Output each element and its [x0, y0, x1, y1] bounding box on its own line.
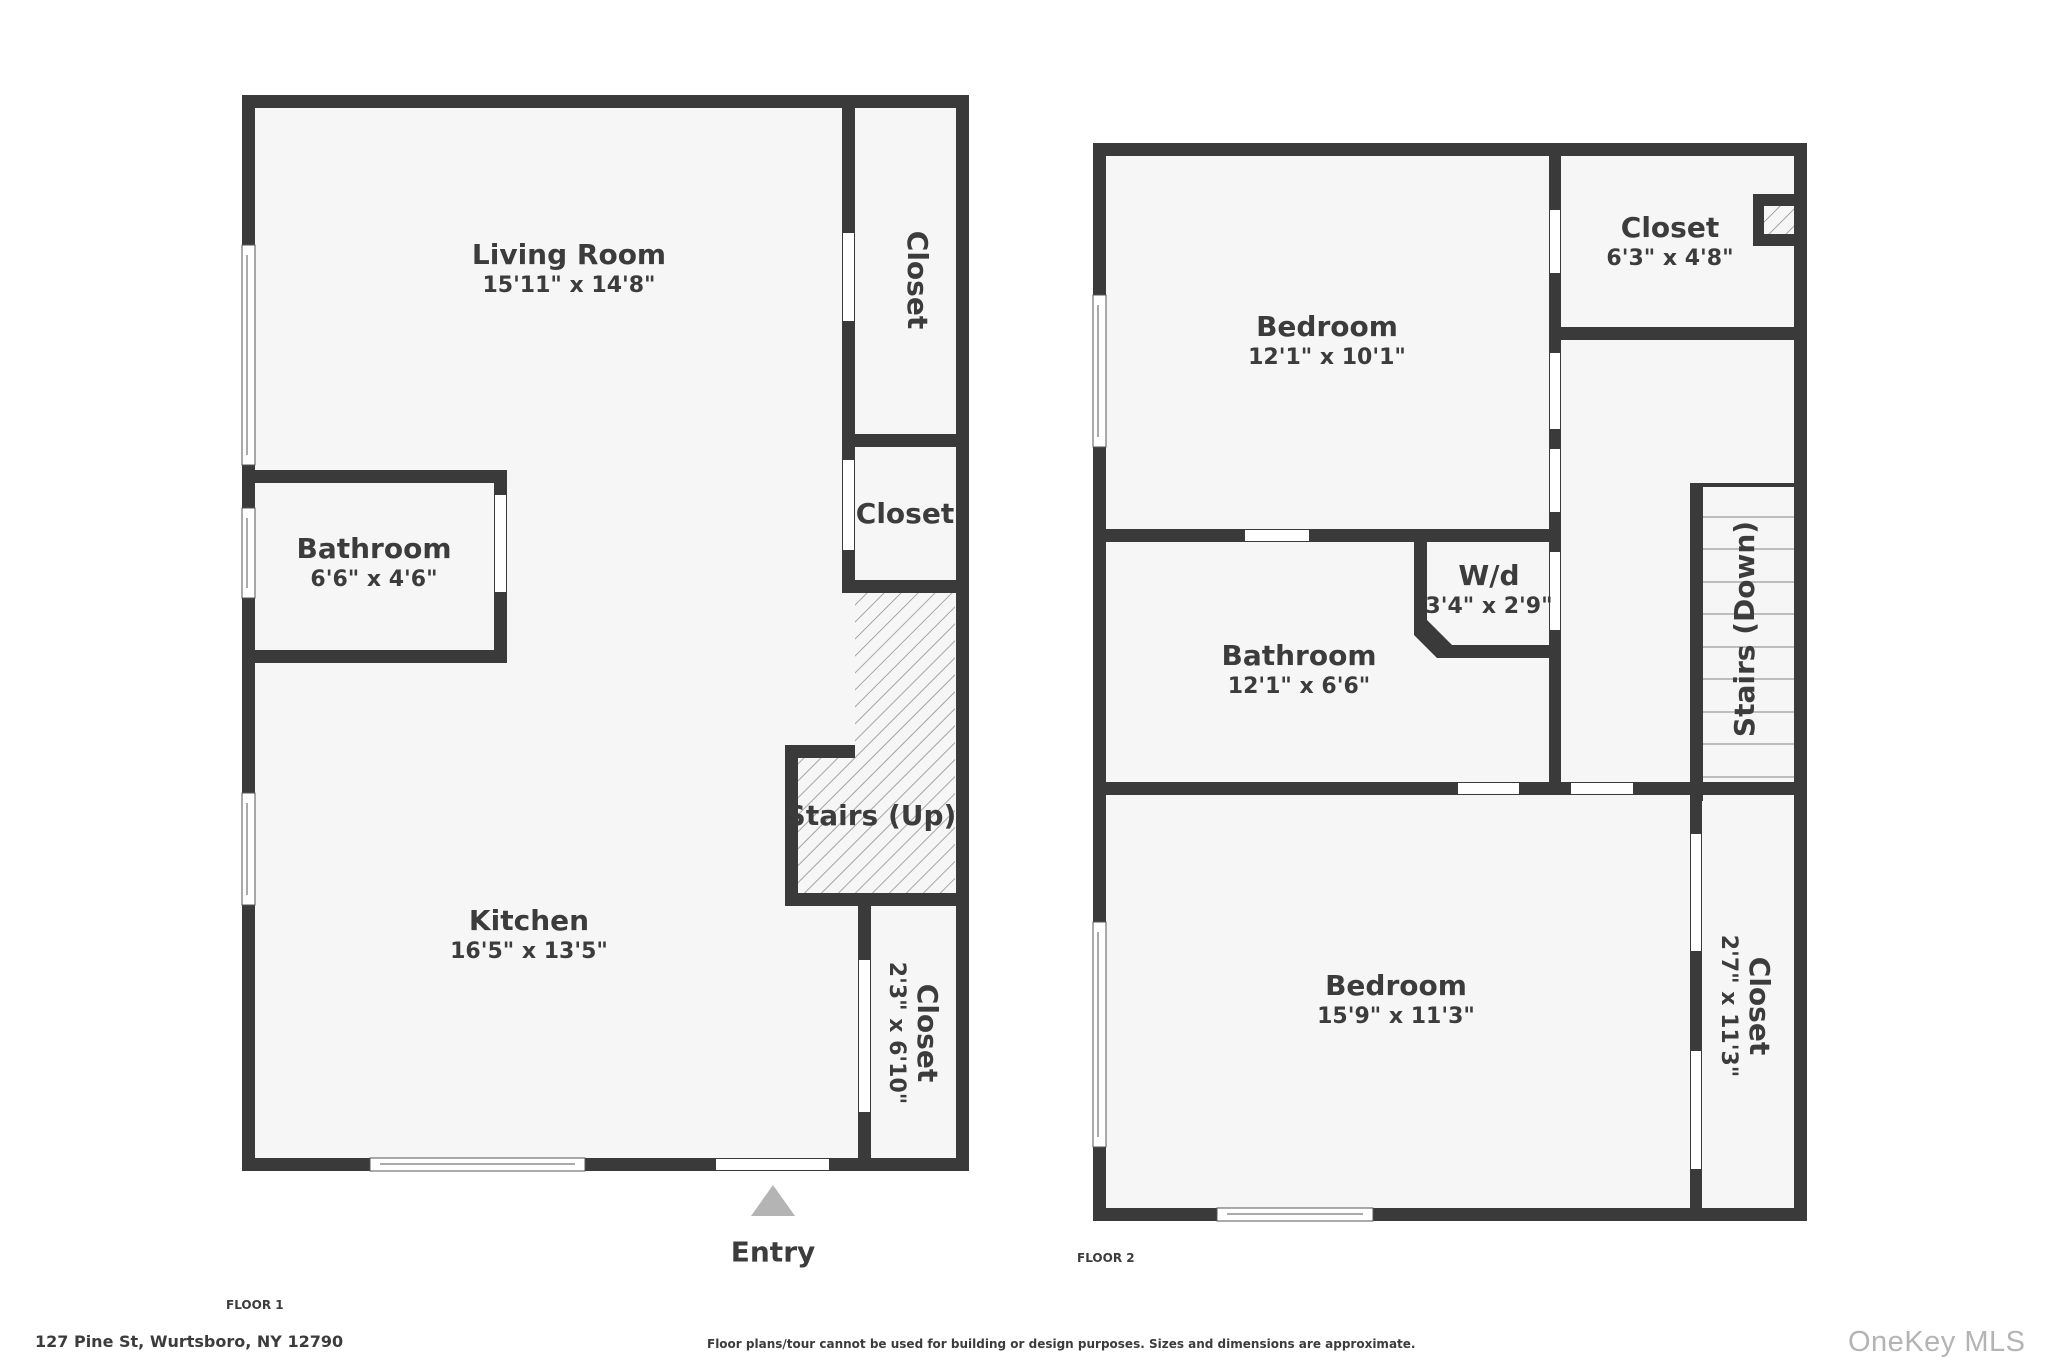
window: [241, 244, 256, 466]
room-closet-bottom: Closet 2'7" x 11'3": [1716, 934, 1776, 1078]
room-stairs-up: Stairs (Up): [785, 799, 957, 832]
room-living-room: Living Room 15'11" x 14'8": [471, 238, 667, 298]
room-closet-1: Closet: [901, 230, 934, 330]
floor-2-tag: FLOOR 2: [1077, 1251, 1135, 1265]
floor-2-doors: [1245, 210, 1701, 1169]
floor-2-plan: [1092, 143, 1807, 1222]
floor-2-area: [1093, 143, 1807, 1221]
floor-1-tag: FLOOR 1: [226, 1298, 284, 1312]
room-bathroom-floor2: Bathroom 12'1" x 6'6": [1221, 639, 1377, 699]
stairs-up-hatch: [785, 592, 955, 893]
room-closet-3: Closet 2'3" x 6'10": [884, 961, 944, 1105]
property-address: 127 Pine St, Wurtsboro, NY 12790: [35, 1332, 344, 1351]
room-kitchen: Kitchen 16'5" x 13'5": [450, 904, 608, 964]
entry-arrow-icon: [751, 1185, 795, 1216]
stairs-down-treads: [1703, 516, 1794, 778]
room-closet-2: Closet: [855, 497, 955, 530]
room-bedroom-top: Bedroom 12'1" x 10'1": [1248, 310, 1406, 370]
room-bedroom-bottom: Bedroom 15'9" x 11'3": [1317, 969, 1475, 1029]
window: [1216, 1207, 1374, 1222]
floor-2-windows: [1092, 294, 1374, 1222]
window: [241, 792, 256, 906]
chimney-hatch: [1762, 203, 1794, 236]
window: [241, 507, 256, 599]
floor-1-plan: [241, 95, 969, 1216]
mls-watermark: OneKey MLS: [1848, 1326, 2026, 1358]
floor-1-windows: [241, 244, 586, 1172]
window: [1092, 921, 1107, 1148]
window: [369, 1157, 586, 1172]
room-stairs-down: Stairs (Down): [1728, 520, 1761, 738]
window: [1092, 294, 1107, 448]
disclaimer-text: Floor plans/tour cannot be used for buil…: [707, 1337, 1416, 1351]
room-washer-dryer: W/d 3'4" x 2'9": [1425, 559, 1553, 619]
room-bathroom-floor1: Bathroom 6'6" x 4'6": [296, 532, 452, 592]
entry-label: Entry: [730, 1235, 816, 1269]
floor-1-doors: [495, 233, 870, 1170]
room-closet-top: Closet 6'3" x 4'8": [1606, 211, 1734, 271]
